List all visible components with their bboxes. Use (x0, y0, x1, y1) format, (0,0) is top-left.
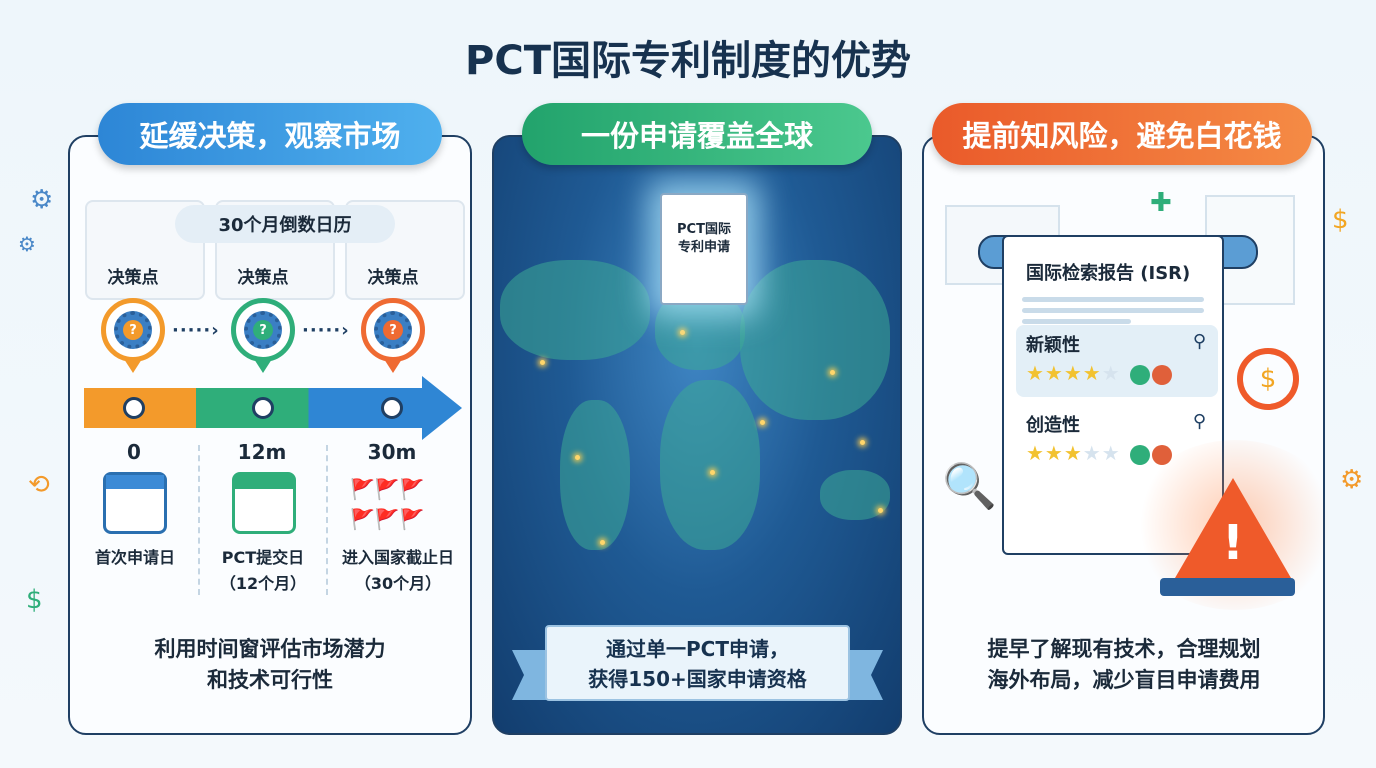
search-icon: ⚲ (1192, 331, 1206, 352)
thumbs-down-icon (1152, 444, 1173, 465)
thumbs-up-icon (1130, 444, 1151, 465)
city-dot (575, 455, 580, 460)
document-title-line: 专利申请 (677, 240, 730, 255)
money-bag-icon: $ (26, 585, 43, 615)
timeline-tick: 0 (127, 440, 141, 464)
exclamation-icon: ! (1222, 515, 1244, 571)
world-map-africa (660, 380, 760, 550)
city-dot (760, 420, 765, 425)
city-dot (860, 440, 865, 445)
decision-point-label: 决策点 (367, 268, 419, 288)
cycle-arrow-icon: ⟲ (28, 470, 50, 500)
gear-icon: ⚙ (18, 232, 36, 256)
document-title-line: PCT国际 (677, 222, 731, 237)
warning-base (1160, 578, 1295, 596)
plus-icon: ✚ (1150, 188, 1172, 218)
summary-line: 提早了解现有技术，合理规划 (987, 637, 1261, 661)
star-rating-4-of-5: ★★★★★ (1026, 361, 1208, 385)
search-icon: ⚲ (1192, 411, 1206, 432)
gear-question-icon: ? (244, 311, 282, 349)
world-map-south-america (560, 400, 630, 550)
timeline-tick: 12m (237, 440, 287, 464)
criterion-novelty: 新颖性 ⚲ ★★★★★ (1016, 325, 1218, 397)
dotted-arrow-icon: ·····› (172, 320, 220, 341)
warning-triangle-icon (1175, 478, 1291, 578)
timeline-node (123, 397, 145, 419)
divider (198, 445, 200, 595)
summary-line: 利用时间窗评估市场潜力 (154, 637, 386, 661)
decision-pin: ? (231, 298, 295, 373)
timeline-label-sub: （30个月） (354, 574, 442, 593)
criterion-name: 创造性 (1026, 415, 1080, 436)
criterion-name: 新颖性 (1026, 335, 1080, 356)
panel-header-global: 一份申请覆盖全球 (522, 103, 872, 165)
panel-header-defer: 延缓决策，观察市场 (98, 103, 442, 165)
country-flags-icon: 🚩🚩🚩🚩🚩🚩 (350, 477, 425, 531)
timeline-label-main: PCT提交日 (221, 548, 305, 567)
city-dot (710, 470, 715, 475)
money-bag-icon: $ (1332, 205, 1349, 235)
countdown-calendar-label: 30个月倒数日历 (175, 205, 395, 243)
summary-line: 海外布局，减少盲目申请费用 (987, 668, 1261, 692)
city-dot (830, 370, 835, 375)
timeline-tick: 30m (367, 440, 417, 464)
criterion-inventiveness: 创造性 ⚲ ★★★★★ (1016, 405, 1218, 477)
panel-summary-ribbon: 通过单一PCT申请， 获得150+国家申请资格 (545, 625, 850, 701)
city-dot (680, 330, 685, 335)
city-dot (540, 360, 545, 365)
decision-pin: ? (361, 298, 425, 373)
panel-header-risk: 提前知风险，避免白花钱 (932, 103, 1312, 165)
calendar-document-icon (232, 472, 296, 534)
thumbs-down-icon (1152, 364, 1173, 385)
summary-line: 通过单一PCT申请， (606, 637, 789, 661)
pct-application-document: PCT国际专利申请 (660, 193, 748, 305)
city-dot (600, 540, 605, 545)
summary-line: 获得150+国家申请资格 (588, 667, 807, 691)
gear-question-icon: ? (114, 311, 152, 349)
timeline-label: 进入国家截止日 （30个月） (328, 545, 468, 597)
panel-summary: 提早了解现有技术，合理规划海外布局，减少盲目申请费用 (924, 634, 1324, 696)
timeline-arrowhead (422, 376, 462, 440)
timeline-label-sub: （12个月） (219, 574, 307, 593)
decision-point-label: 决策点 (107, 268, 159, 288)
gear-icon: ⚙ (1340, 465, 1364, 495)
decision-point-label: 决策点 (237, 268, 289, 288)
dotted-arrow-icon: ·····› (302, 320, 350, 341)
timeline-node (252, 397, 274, 419)
timeline-label-main: 进入国家截止日 (341, 548, 454, 567)
timeline-node (381, 397, 403, 419)
world-map-north-america (500, 260, 650, 360)
summary-line: 和技术可行性 (207, 668, 333, 692)
panel-summary: 利用时间窗评估市场潜力和技术可行性 (70, 634, 470, 696)
decision-pin: ? (101, 298, 165, 373)
page-title: PCT国际专利制度的优势 (465, 38, 911, 84)
city-dot (878, 508, 883, 513)
world-map-asia (740, 260, 890, 420)
no-money-icon: $ (1237, 348, 1299, 410)
thumbs-up-icon (1130, 364, 1151, 385)
magnifier-icon: 🔍 (942, 461, 997, 512)
gear-icon: ⚙ (30, 185, 54, 215)
star-rating-3-of-5: ★★★★★ (1026, 441, 1208, 465)
timeline-label: 首次申请日 (94, 548, 175, 567)
divider (326, 445, 328, 595)
timeline-label: PCT提交日 （12个月） (198, 545, 328, 597)
gear-question-icon: ? (374, 311, 412, 349)
calendar-icon (103, 472, 167, 534)
isr-title: 国际检索报告 (ISR) (1026, 263, 1191, 284)
